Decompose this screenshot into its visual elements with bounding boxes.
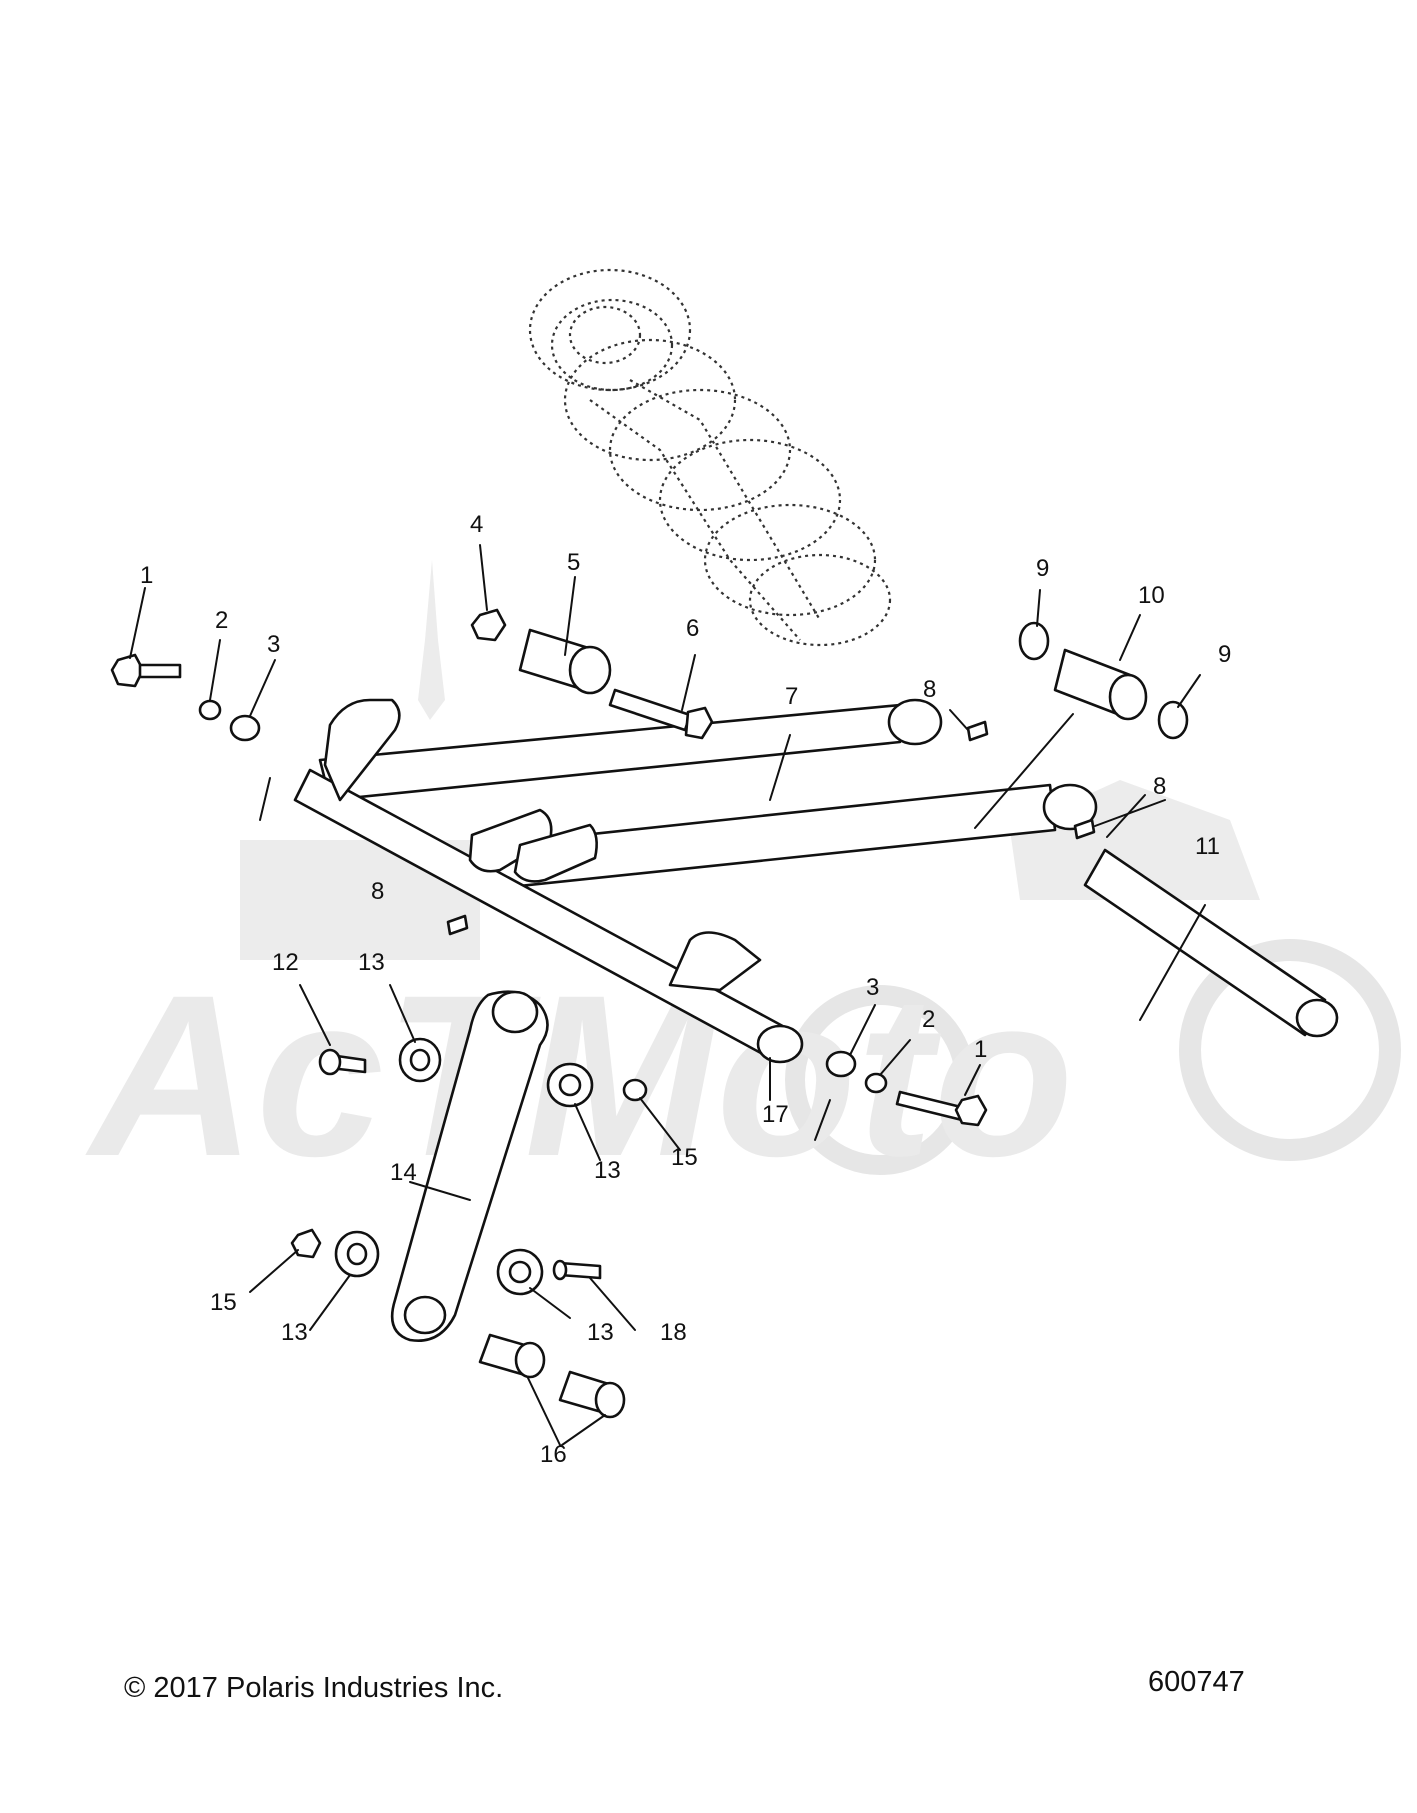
callout-1: 1	[974, 1036, 987, 1063]
callout-7: 7	[785, 683, 798, 710]
callout-9: 9	[1218, 641, 1231, 668]
figure-number: 600747	[1148, 1666, 1245, 1698]
callout-12: 12	[272, 949, 299, 976]
callout-16: 16	[540, 1441, 567, 1468]
callout-18: 18	[660, 1319, 687, 1346]
watermark: AcTMoto	[85, 560, 1401, 1204]
callout-2: 2	[922, 1006, 935, 1033]
callout-13: 13	[587, 1319, 614, 1346]
callout-8: 8	[923, 676, 936, 703]
link-arm	[390, 990, 549, 1343]
grease-fitting	[1073, 818, 1096, 840]
callout-10: 10	[1138, 582, 1165, 609]
grease-fitting	[446, 914, 469, 936]
callout-9: 9	[1036, 555, 1049, 582]
callout-13: 13	[358, 949, 385, 976]
link-hardware	[290, 1037, 648, 1419]
center-hardware	[470, 608, 714, 740]
shaft-end	[1295, 998, 1339, 1038]
callout-14: 14	[390, 1159, 417, 1186]
rear-pivot-shaft	[1083, 848, 1327, 1037]
callout-4: 4	[470, 511, 483, 538]
callout-17: 17	[762, 1101, 789, 1128]
callout-6: 6	[686, 615, 699, 642]
callout-1: 1	[140, 562, 153, 589]
callout-8: 8	[1153, 773, 1166, 800]
callout-11: 11	[1195, 833, 1220, 860]
bushing-assembly	[1018, 621, 1189, 740]
left-hardware	[110, 653, 261, 742]
grease-fitting	[966, 720, 989, 742]
callout-8: 8	[371, 878, 384, 905]
callout-13: 13	[594, 1157, 621, 1184]
shock-spring	[528, 268, 892, 647]
callout-5: 5	[567, 549, 580, 576]
right-hardware	[825, 1050, 988, 1127]
callout-3: 3	[267, 631, 280, 658]
callout-15: 15	[671, 1144, 698, 1171]
callout-2: 2	[215, 607, 228, 634]
callouts: 1 2 3 4 5 6 7 8 8 8 9 9 10 11 12 13 13 1…	[140, 511, 1231, 1468]
copyright-text: © 2017 Polaris Industries Inc.	[124, 1672, 504, 1704]
callout-15: 15	[210, 1289, 237, 1316]
callout-13: 13	[281, 1319, 308, 1346]
callout-3: 3	[866, 974, 879, 1001]
leader-lines	[129, 544, 1206, 1446]
